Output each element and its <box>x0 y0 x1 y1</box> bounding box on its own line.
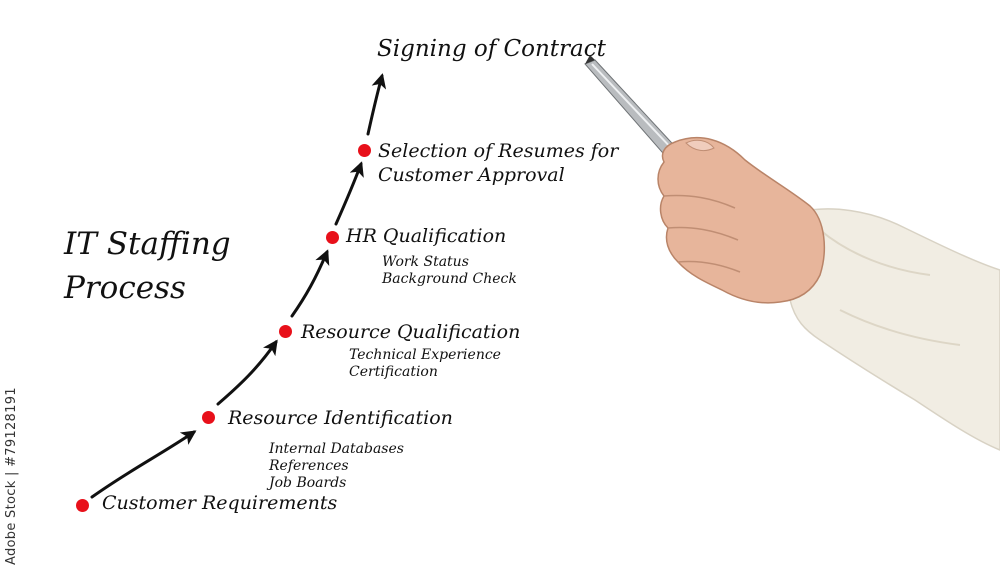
step-label-resource-identification: Resource Identification <box>228 407 453 429</box>
step-label-customer-requirements: Customer Requirements <box>102 492 338 514</box>
sub-item: Internal Databases <box>269 441 404 457</box>
step-dot-1 <box>75 498 89 512</box>
pen-tip <box>585 55 595 64</box>
stock-id-watermark: Adobe Stock | #79128191 <box>4 387 19 565</box>
resource-identification-items: Internal Databases References Job Boards <box>269 441 404 492</box>
step-dot-4 <box>325 230 339 244</box>
title-line-1: IT Staffing <box>64 226 231 262</box>
step-label-signing-of-contract: Signing of Contract <box>377 36 606 62</box>
finger-crease <box>667 226 739 241</box>
step-label-selection-of-resumes: Selection of Resumes for Customer Approv… <box>378 139 618 187</box>
step-dot-3 <box>278 324 292 338</box>
sub-item: Background Check <box>382 271 517 287</box>
sub-item: Technical Experience <box>349 347 501 363</box>
sub-item: References <box>269 458 349 474</box>
arrow-2 <box>216 339 278 406</box>
diagram-title: IT Staffing Process <box>64 222 231 310</box>
step-dot-2 <box>201 410 215 424</box>
sub-item: Work Status <box>382 254 469 270</box>
sub-item: Job Boards <box>269 475 347 491</box>
title-line-2: Process <box>64 270 186 306</box>
arrow-3 <box>290 249 330 318</box>
step-dot-5 <box>357 143 371 157</box>
hand <box>657 136 826 304</box>
sleeve-fold <box>839 309 961 346</box>
arrow-1 <box>90 430 197 499</box>
hr-qualification-items: Work Status Background Check <box>382 254 517 288</box>
arrow-5 <box>366 73 387 136</box>
thumbnail <box>685 139 715 152</box>
sub-item: Certification <box>349 364 438 380</box>
step-label-line-1: Selection of Resumes for <box>378 140 619 162</box>
sleeve-fold <box>819 229 931 276</box>
finger-crease <box>677 260 741 273</box>
finger-crease <box>663 194 736 209</box>
step-label-resource-qualification: Resource Qualification <box>301 321 521 343</box>
step-label-hr-qualification: HR Qualification <box>346 225 507 247</box>
resource-qualification-items: Technical Experience Certification <box>349 347 501 381</box>
step-label-line-2: Customer Approval <box>378 164 565 186</box>
arrow-4 <box>334 161 364 226</box>
